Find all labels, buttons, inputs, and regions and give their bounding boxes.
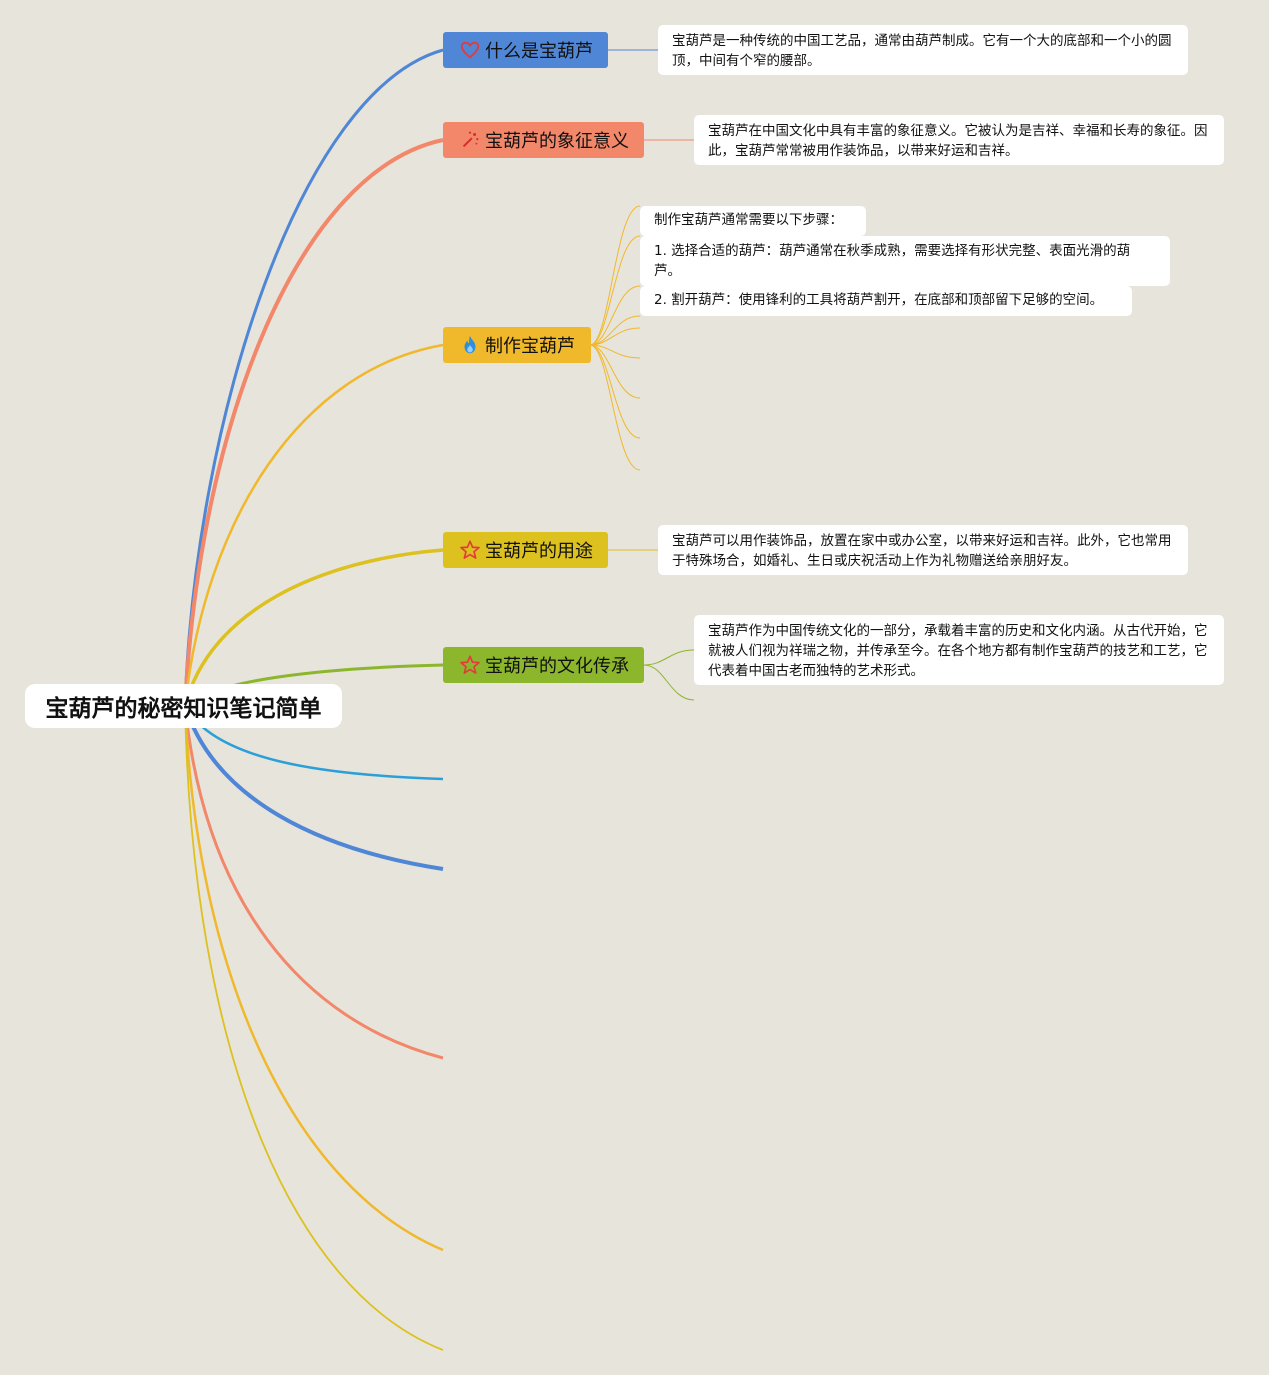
link-empty-4 bbox=[183, 705, 444, 1252]
root-label: 宝葫芦的秘密知识笔记简单 bbox=[45, 696, 322, 722]
link-culture-note bbox=[643, 649, 695, 666]
note-culture: 宝葫芦作为中国传统文化的一部分，承载着丰富的历史和文化内涵。从古代开始，它就被人… bbox=[694, 615, 1224, 685]
note-make-step2: 2. 割开葫芦：使用锋利的工具将葫芦割开，在底部和顶部留下足够的空间。 bbox=[640, 286, 1132, 316]
link-use bbox=[183, 548, 444, 707]
branch-use[interactable]: 宝葫芦的用途 bbox=[443, 532, 608, 568]
star-icon bbox=[459, 654, 481, 676]
note-make-step2-text: 2. 割开葫芦：使用锋利的工具将葫芦割开，在底部和顶部留下足够的空间。 bbox=[654, 292, 1104, 308]
link-what bbox=[183, 48, 444, 707]
link-make bbox=[183, 343, 444, 707]
link-empty-2 bbox=[183, 705, 444, 871]
make-fan-lines bbox=[589, 205, 641, 471]
branch-label: 宝葫芦的象征意义 bbox=[485, 131, 629, 152]
link-symbol bbox=[183, 138, 444, 707]
branch-label: 什么是宝葫芦 bbox=[485, 41, 593, 62]
branch-what[interactable]: 什么是宝葫芦 bbox=[443, 32, 608, 68]
note-symbol: 宝葫芦在中国文化中具有丰富的象征意义。它被认为是吉祥、幸福和长寿的象征。因此，宝… bbox=[694, 115, 1224, 165]
link-culture-note-2 bbox=[643, 664, 695, 701]
note-use-text: 宝葫芦可以用作装饰品，放置在家中或办公室，以带来好运和吉祥。此外，它也常用于特殊… bbox=[672, 533, 1172, 569]
branch-label: 宝葫芦的用途 bbox=[485, 541, 593, 562]
note-use: 宝葫芦可以用作装饰品，放置在家中或办公室，以带来好运和吉祥。此外，它也常用于特殊… bbox=[658, 525, 1188, 575]
note-symbol-text: 宝葫芦在中国文化中具有丰富的象征意义。它被认为是吉祥、幸福和长寿的象征。因此，宝… bbox=[708, 123, 1208, 159]
note-culture-text: 宝葫芦作为中国传统文化的一部分，承载着丰富的历史和文化内涵。从古代开始，它就被人… bbox=[708, 623, 1208, 679]
note-what: 宝葫芦是一种传统的中国工艺品，通常由葫芦制成。它有一个大的底部和一个小的圆顶，中… bbox=[658, 25, 1188, 75]
note-make-intro: 制作宝葫芦通常需要以下步骤： bbox=[640, 206, 866, 236]
note-make-step1-text: 1. 选择合适的葫芦：葫芦通常在秋季成熟，需要选择有形状完整、表面光滑的葫芦。 bbox=[654, 243, 1131, 279]
note-make-intro-text: 制作宝葫芦通常需要以下步骤： bbox=[654, 212, 843, 228]
root-topic[interactable]: 宝葫芦的秘密知识笔记简单 bbox=[25, 684, 342, 728]
heart-icon bbox=[459, 39, 481, 61]
branch-symbol[interactable]: 宝葫芦的象征意义 bbox=[443, 122, 644, 158]
link-empty-5 bbox=[184, 705, 444, 1351]
branch-label: 宝葫芦的文化传承 bbox=[485, 656, 629, 677]
link-empty-3 bbox=[183, 705, 444, 1060]
note-make-step1: 1. 选择合适的葫芦：葫芦通常在秋季成熟，需要选择有形状完整、表面光滑的葫芦。 bbox=[640, 236, 1170, 286]
sparkle-wand-icon bbox=[459, 129, 481, 151]
star-icon bbox=[459, 539, 481, 561]
flame-icon bbox=[459, 334, 481, 356]
branch-culture[interactable]: 宝葫芦的文化传承 bbox=[443, 647, 644, 683]
branch-make[interactable]: 制作宝葫芦 bbox=[443, 327, 591, 363]
branch-label: 制作宝葫芦 bbox=[485, 336, 575, 357]
note-what-text: 宝葫芦是一种传统的中国工艺品，通常由葫芦制成。它有一个大的底部和一个小的圆顶，中… bbox=[672, 33, 1172, 69]
